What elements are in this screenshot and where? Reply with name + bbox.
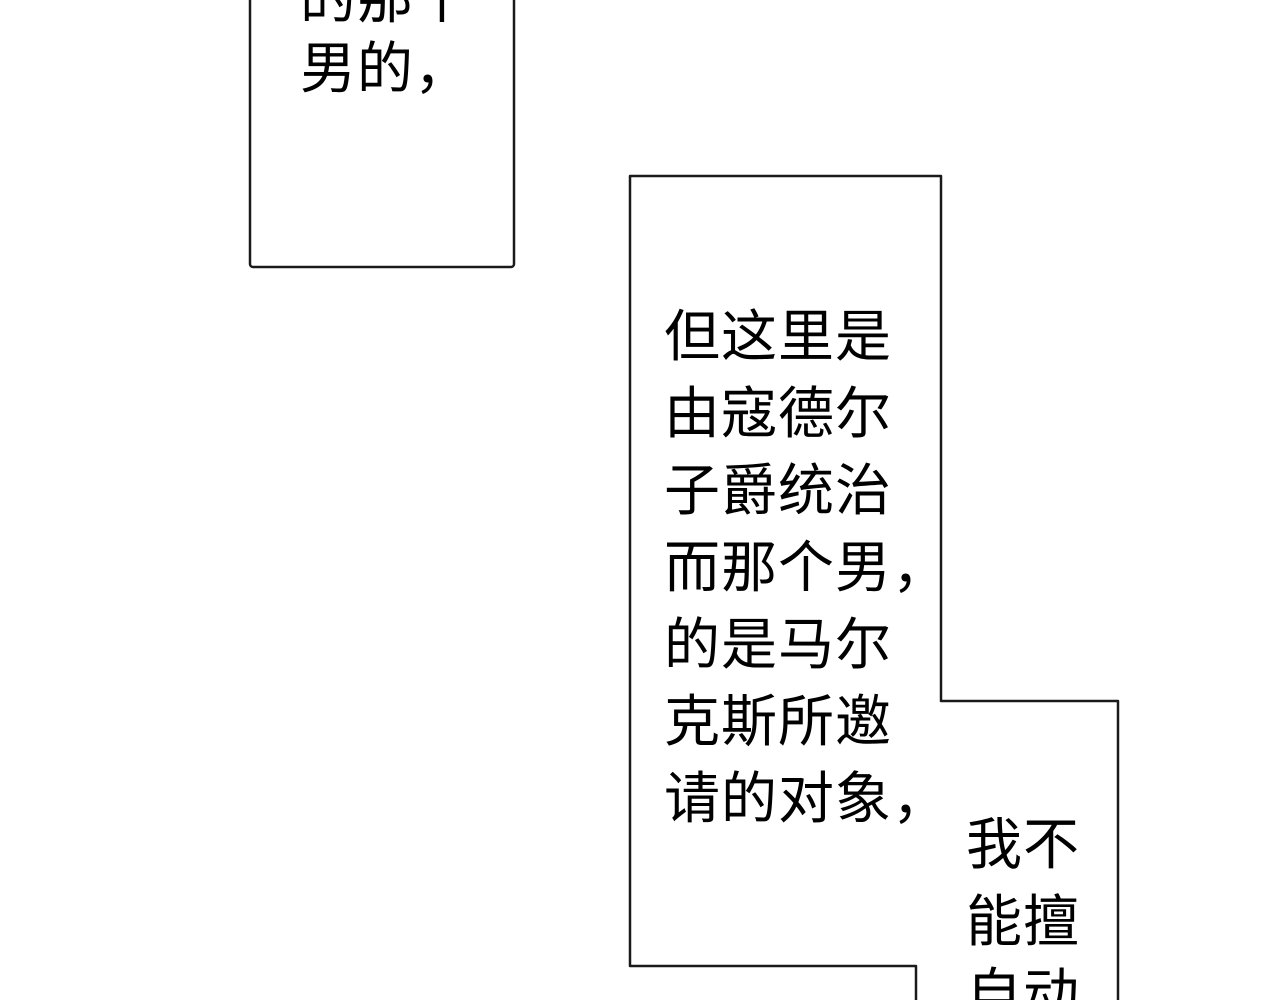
- top-left-speech-box: [248, 0, 516, 269]
- center-right-speech-box: [628, 174, 1120, 1000]
- center-line-3: 子爵统治: [664, 459, 892, 524]
- center-line-4: 而那个男，: [664, 536, 949, 601]
- center-line-2: 由寇德尔: [664, 382, 892, 447]
- center-line-5: 的是马尔: [664, 613, 892, 678]
- top-left-line-2: 男的，: [300, 37, 471, 102]
- bottom-right-line-3: 自动: [966, 963, 1080, 1000]
- center-line-1: 但这里是: [664, 305, 892, 370]
- bottom-right-line-1: 我不: [966, 813, 1080, 878]
- bottom-right-line-2: 能擅: [966, 890, 1080, 955]
- center-line-6: 克斯所邀: [664, 690, 892, 755]
- center-line-7: 请的对象，: [664, 767, 949, 832]
- top-left-line-1: 的那个: [300, 0, 471, 28]
